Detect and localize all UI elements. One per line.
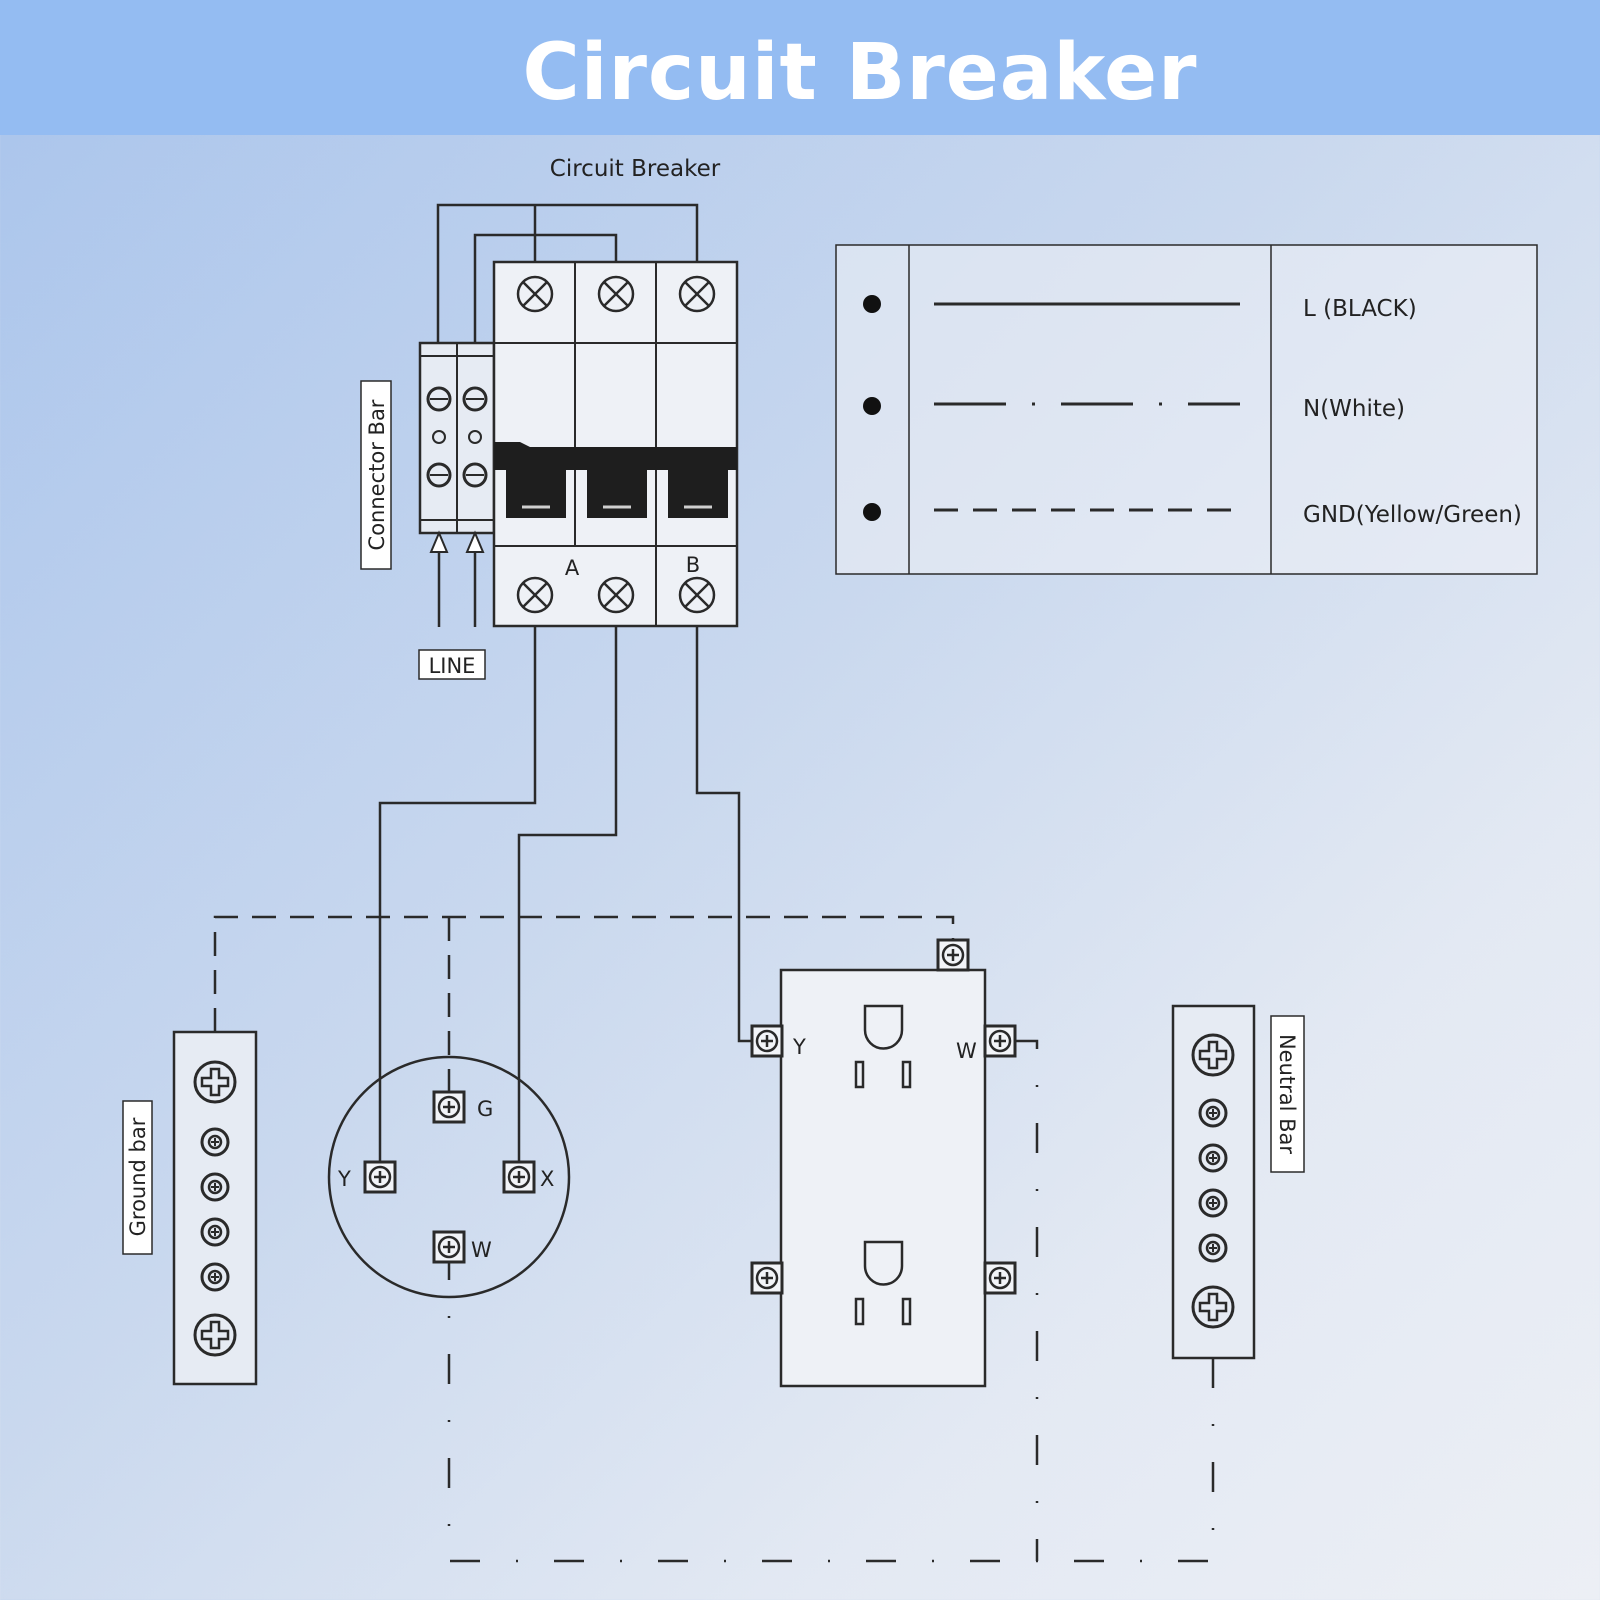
round-outlet <box>327 1055 571 1299</box>
duplex-outlet-w-label: W <box>956 1039 977 1063</box>
legend-label-gnd: GND(Yellow/Green) <box>1303 502 1522 528</box>
line-tag: LINE <box>418 649 486 680</box>
pole-a-label: A <box>565 556 580 580</box>
ground-bar-tag: Ground bar <box>122 1100 153 1255</box>
ground-bar-label: Ground bar <box>126 1117 150 1236</box>
round-outlet-g-label: G <box>477 1097 493 1121</box>
legend: L (BLACK) N(White) GND(Yellow/Green) <box>835 244 1538 575</box>
legend-bullet <box>863 503 881 521</box>
line-label: LINE <box>429 654 476 678</box>
neutral-bar-tag: Neutral Bar <box>1270 1015 1305 1173</box>
round-outlet-w-label: W <box>471 1238 492 1262</box>
neutral-bar <box>1171 1004 1256 1360</box>
breaker-feed-wires <box>436 203 699 345</box>
connector-bar <box>418 341 496 535</box>
neutral-bar-label: Neutral Bar <box>1275 1034 1299 1154</box>
line-arrows <box>429 530 485 627</box>
legend-label-n: N(White) <box>1303 396 1405 422</box>
page-title: Circuit Breaker <box>522 28 1198 118</box>
connector-bar-tag: Connector Bar <box>360 380 392 570</box>
connector-bar-label: Connector Bar <box>365 399 389 550</box>
round-outlet-y-label: Y <box>337 1167 351 1191</box>
title-banner: Circuit Breaker <box>0 0 1600 135</box>
breaker-body <box>492 260 739 628</box>
ground-wires <box>213 915 955 1092</box>
hot-wires <box>378 626 752 1176</box>
neutral-wires <box>447 1039 1215 1563</box>
legend-bullet <box>863 295 881 313</box>
duplex-outlet <box>750 938 1017 1388</box>
pole-b-label: B <box>686 553 700 577</box>
ground-bar <box>172 1030 258 1386</box>
duplex-outlet-y-label: Y <box>792 1035 806 1059</box>
legend-label-l: L (BLACK) <box>1303 296 1417 322</box>
round-outlet-x-label: X <box>540 1167 554 1191</box>
breaker-label: Circuit Breaker <box>550 156 721 182</box>
legend-bullet <box>863 397 881 415</box>
